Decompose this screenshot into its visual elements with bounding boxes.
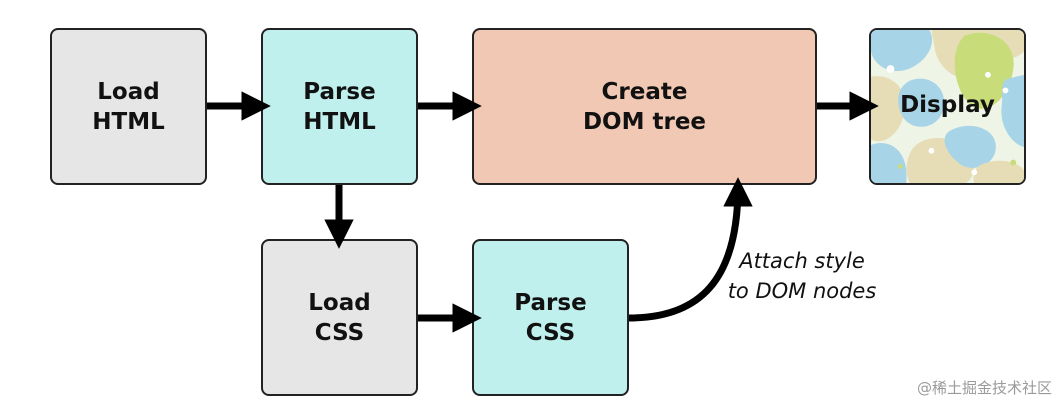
create-dom-label-line-1: Create (601, 78, 688, 105)
display-pattern-image (871, 30, 1024, 183)
parse-html-box: Parse HTML (261, 28, 418, 185)
attach-style-label-line-2: to DOM nodes (727, 279, 877, 303)
load-html-label-line-2: HTML (92, 108, 165, 135)
display-box: Display (869, 28, 1026, 185)
attach-style-label-line-1: Attach style (739, 249, 865, 273)
parse-html-label-line-1: Parse (303, 78, 376, 105)
parse-html-label-line-2: HTML (303, 108, 376, 135)
load-css-label-line-1: Load (308, 289, 371, 316)
load-html-label-line-1: Load (97, 78, 160, 105)
parse-css-label-line-2: CSS (525, 319, 576, 346)
watermark: @稀土掘金技术社区 (916, 379, 1052, 397)
load-html-box: Load HTML (50, 28, 207, 185)
parse-css-label-line-1: Parse (514, 289, 587, 316)
attach-style-label: Attach style to DOM nodes (722, 246, 882, 306)
display-label: Display (900, 92, 995, 118)
load-css-box: Load CSS (261, 239, 418, 396)
create-dom-label-line-2: DOM tree (582, 108, 707, 135)
create-dom-tree-box: Create DOM tree (472, 28, 817, 185)
load-css-label-line-2: CSS (314, 319, 365, 346)
parse-css-box: Parse CSS (472, 239, 629, 396)
